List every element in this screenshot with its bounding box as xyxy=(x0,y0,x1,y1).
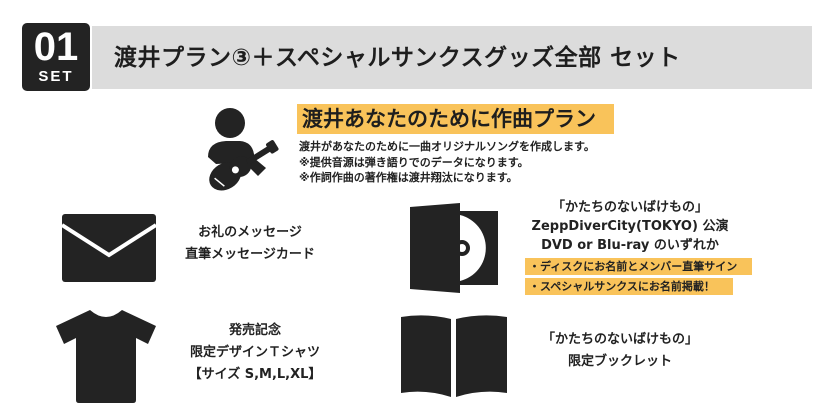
plan-line: 渡井があなたのために一曲オリジナルソングを作成します。 xyxy=(299,140,595,153)
plan-description: 渡井があなたのために一曲オリジナルソングを作成します。 ※提供音源は弾き語りでの… xyxy=(299,139,595,186)
message-card-caption: お礼のメッセージ 直筆メッセージカード xyxy=(175,222,325,266)
plan-title: 渡井あなたのために作曲プラン xyxy=(297,104,614,134)
booklet-icon xyxy=(400,313,508,399)
dvd-case-icon xyxy=(410,203,500,293)
tshirt-icon xyxy=(52,308,160,404)
title-band: 渡井プラン③＋スペシャルサンクスグッズ全部 セット xyxy=(92,26,812,89)
caption-line: 「かたちのないばけもの」 xyxy=(551,200,708,215)
set-number-badge: 01 SET xyxy=(22,23,90,91)
plan-line: ※作詞作曲の著作権は渡井翔汰になります。 xyxy=(299,171,518,184)
plan-line: ※提供音源は弾き語りでのデータになります。 xyxy=(299,155,529,169)
guitar-player-icon xyxy=(196,102,288,194)
caption-line: ZeppDiverCity(TOKYO) 公演 xyxy=(531,219,729,234)
dvd-caption: 「かたちのないばけもの」 ZeppDiverCity(TOKYO) 公演 DVD… xyxy=(520,198,740,255)
booklet-caption: 「かたちのないばけもの」 限定ブックレット xyxy=(535,329,705,373)
page-title: 渡井プラン③＋スペシャルサンクスグッズ全部 セット xyxy=(114,45,681,71)
set-label: SET xyxy=(38,68,74,85)
caption-line: DVD or Blu-ray のいずれか xyxy=(541,238,719,253)
caption-line: 【サイズ S,M,L,XL】 xyxy=(188,367,322,382)
tshirt-caption: 発売記念 限定デザインＴシャツ 【サイズ S,M,L,XL】 xyxy=(180,320,330,386)
dvd-tag-signature: ・ディスクにお名前とメンバー直筆サイン xyxy=(525,258,752,275)
caption-line: 直筆メッセージカード xyxy=(185,247,315,262)
caption-line: お礼のメッセージ xyxy=(198,225,302,240)
caption-line: 発売記念 xyxy=(228,323,281,338)
dvd-tag-credits: ・スペシャルサンクスにお名前掲載！ xyxy=(525,278,733,295)
caption-line: 「かたちのないばけもの」 xyxy=(541,332,698,347)
envelope-icon xyxy=(62,214,156,282)
set-number: 01 xyxy=(33,25,79,69)
caption-line: 限定デザインＴシャツ xyxy=(189,345,320,360)
caption-line: 限定ブックレット xyxy=(567,354,672,369)
